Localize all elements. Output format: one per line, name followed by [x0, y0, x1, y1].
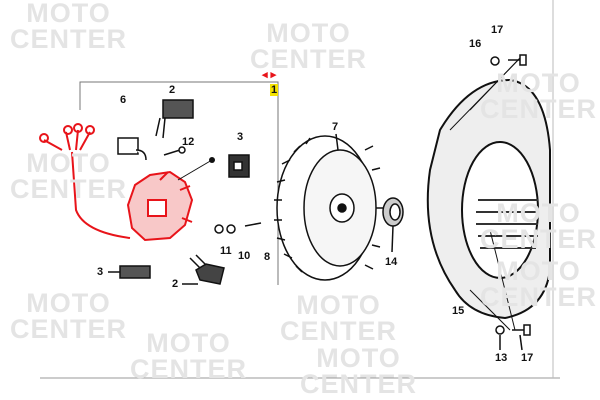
callout-11[interactable]: 11	[220, 245, 232, 257]
callout-13[interactable]: 13	[495, 352, 508, 364]
callout-15[interactable]: 15	[452, 305, 465, 317]
callout-7[interactable]: 7	[332, 121, 339, 133]
group-frame	[79, 81, 279, 285]
regulator-part	[117, 137, 139, 155]
callout-3-lower[interactable]: 3	[97, 266, 104, 278]
washer-part	[490, 56, 500, 66]
callout-6[interactable]: 6	[120, 94, 127, 106]
callout-1[interactable]: 1	[270, 84, 279, 96]
selection-arrows-icon: ◂ ▸	[262, 69, 277, 81]
callout-2-lower[interactable]: 2	[172, 278, 179, 290]
callout-17[interactable]: 17	[491, 24, 504, 36]
washer-part	[495, 325, 505, 335]
hub-part	[382, 197, 404, 253]
callout-2[interactable]: 2	[169, 84, 176, 96]
callout-8[interactable]: 8	[264, 251, 271, 263]
callout-17-lower[interactable]: 17	[521, 352, 534, 364]
callout-12[interactable]: 12	[182, 136, 195, 148]
callout-3[interactable]: 3	[237, 131, 244, 143]
coil-part	[162, 99, 194, 119]
fan-cover-part	[426, 57, 551, 331]
callout-16[interactable]: 16	[469, 38, 482, 50]
screw-part	[163, 149, 181, 156]
callout-14[interactable]: 14	[385, 256, 398, 268]
flywheel-part	[274, 133, 384, 281]
bolt-part	[244, 222, 262, 227]
stator-part[interactable]	[39, 123, 194, 242]
callout-10[interactable]: 10	[238, 250, 251, 262]
